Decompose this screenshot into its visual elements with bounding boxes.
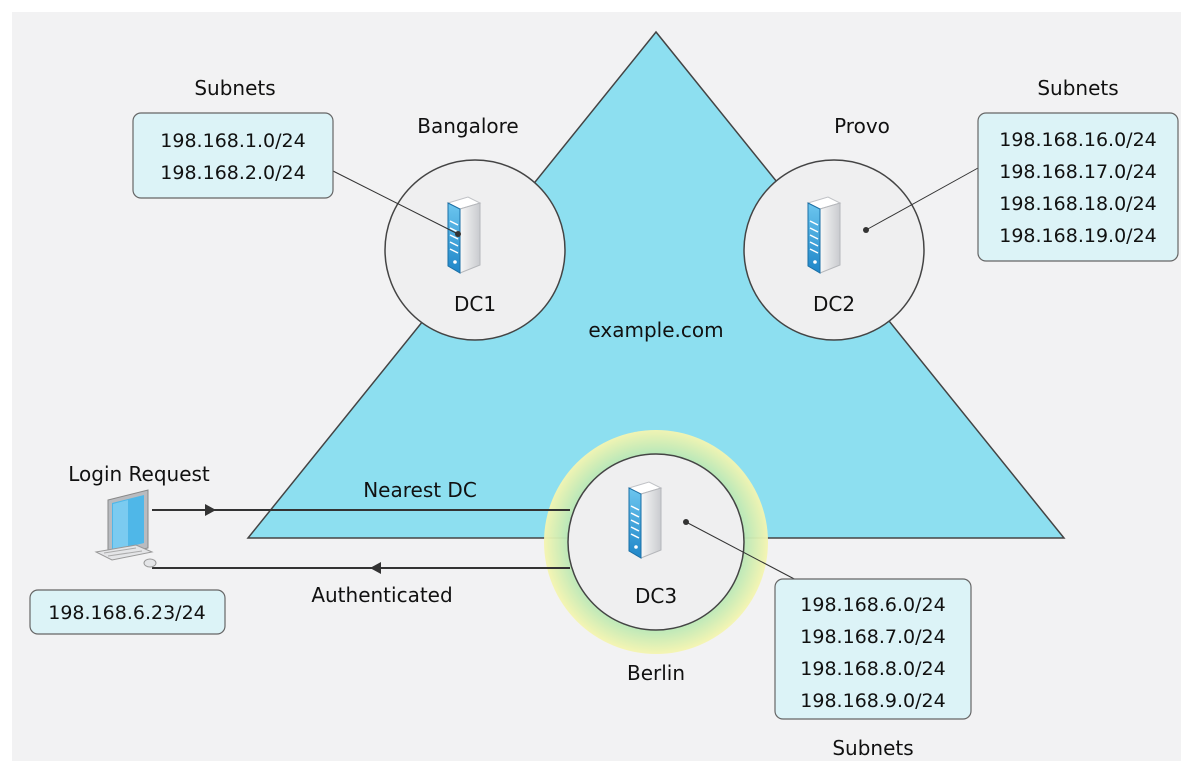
client-ip-box bbox=[29, 589, 226, 635]
dc2-subnet-item: 198.168.19.0/24 bbox=[999, 225, 1157, 247]
response-arrowhead bbox=[370, 562, 381, 574]
dc2-subnets-title: Subnets bbox=[1037, 76, 1118, 100]
dc3-subnet-box bbox=[774, 578, 972, 720]
dc2-server-icon bbox=[807, 196, 841, 274]
response-flow-label: Authenticated bbox=[311, 583, 452, 607]
dc2-subnet-connector bbox=[865, 167, 979, 231]
dc1-subnets-title: Subnets bbox=[194, 76, 275, 100]
client-ip: 198.168.6.23/24 bbox=[48, 602, 206, 624]
dc3-site-name: Berlin bbox=[627, 661, 685, 685]
dc2-subnet-item: 198.168.18.0/24 bbox=[999, 193, 1157, 215]
dc3-connector-dot bbox=[683, 519, 689, 525]
dc1-label: DC1 bbox=[454, 292, 496, 316]
dc3-subnet-item: 198.168.9.0/24 bbox=[800, 690, 945, 712]
dc2-site-name: Provo bbox=[834, 114, 890, 138]
dc3-subnet-item: 198.168.8.0/24 bbox=[800, 658, 945, 680]
dc1-site-name: Bangalore bbox=[417, 114, 518, 138]
dc1-server-icon bbox=[447, 196, 481, 274]
dc1-subnet-connector bbox=[332, 170, 459, 235]
dc3-subnet-connector bbox=[685, 521, 801, 583]
dc1-connector-dot bbox=[455, 231, 461, 237]
domain-label: example.com bbox=[588, 318, 723, 342]
dc2-subnet-item: 198.168.16.0/24 bbox=[999, 129, 1157, 151]
dc1-subnet-box bbox=[132, 112, 334, 199]
dc3-server-icon bbox=[628, 481, 662, 559]
dc2-connector-dot bbox=[863, 227, 869, 233]
dc2-label: DC2 bbox=[813, 292, 855, 316]
dc2-subnet-box bbox=[977, 112, 1179, 262]
dc3-subnet-item: 198.168.7.0/24 bbox=[800, 626, 945, 648]
dc3-subnet-item: 198.168.6.0/24 bbox=[800, 594, 945, 616]
dc3-subnets-title: Subnets bbox=[832, 736, 913, 760]
request-arrowhead bbox=[205, 504, 216, 516]
dc1-subnet-item: 198.168.1.0/24 bbox=[160, 130, 305, 152]
dc1-subnet-item: 198.168.2.0/24 bbox=[160, 162, 305, 184]
workstation-icon bbox=[94, 489, 157, 568]
client-title: Login Request bbox=[68, 462, 210, 486]
request-flow-label: Nearest DC bbox=[363, 478, 477, 502]
dc3-label: DC3 bbox=[635, 584, 677, 608]
dc2-subnet-item: 198.168.17.0/24 bbox=[999, 161, 1157, 183]
